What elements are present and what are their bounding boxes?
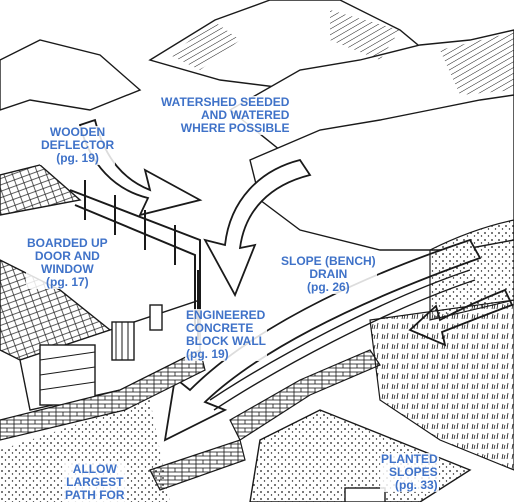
ground-texture <box>0 400 170 502</box>
label-watershed: WATERSHED SEEDED AND WATERED WHERE POSSI… <box>160 95 291 135</box>
label-boarded-up: BOARDED UP DOOR AND WINDOW (pg. 17) <box>26 236 109 289</box>
wooden-deflector <box>69 180 201 340</box>
label-allow-path: ALLOW LARGEST PATH FOR <box>64 462 126 502</box>
planted-slope <box>369 219 514 471</box>
house-left <box>0 164 201 411</box>
mountain-shading <box>170 10 514 95</box>
label-planted-slopes: PLANTED SLOPES (pg. 33) <box>380 452 439 492</box>
label-slope-drain: SLOPE (BENCH) DRAIN (pg. 26) <box>280 254 377 294</box>
label-wooden-deflector: WOODEN DEFLECTOR (pg. 19) <box>40 125 116 165</box>
label-concrete-wall: ENGINEERED CONCRETE BLOCK WALL (pg. 19) <box>185 308 267 361</box>
concrete-block-walls <box>0 349 381 491</box>
